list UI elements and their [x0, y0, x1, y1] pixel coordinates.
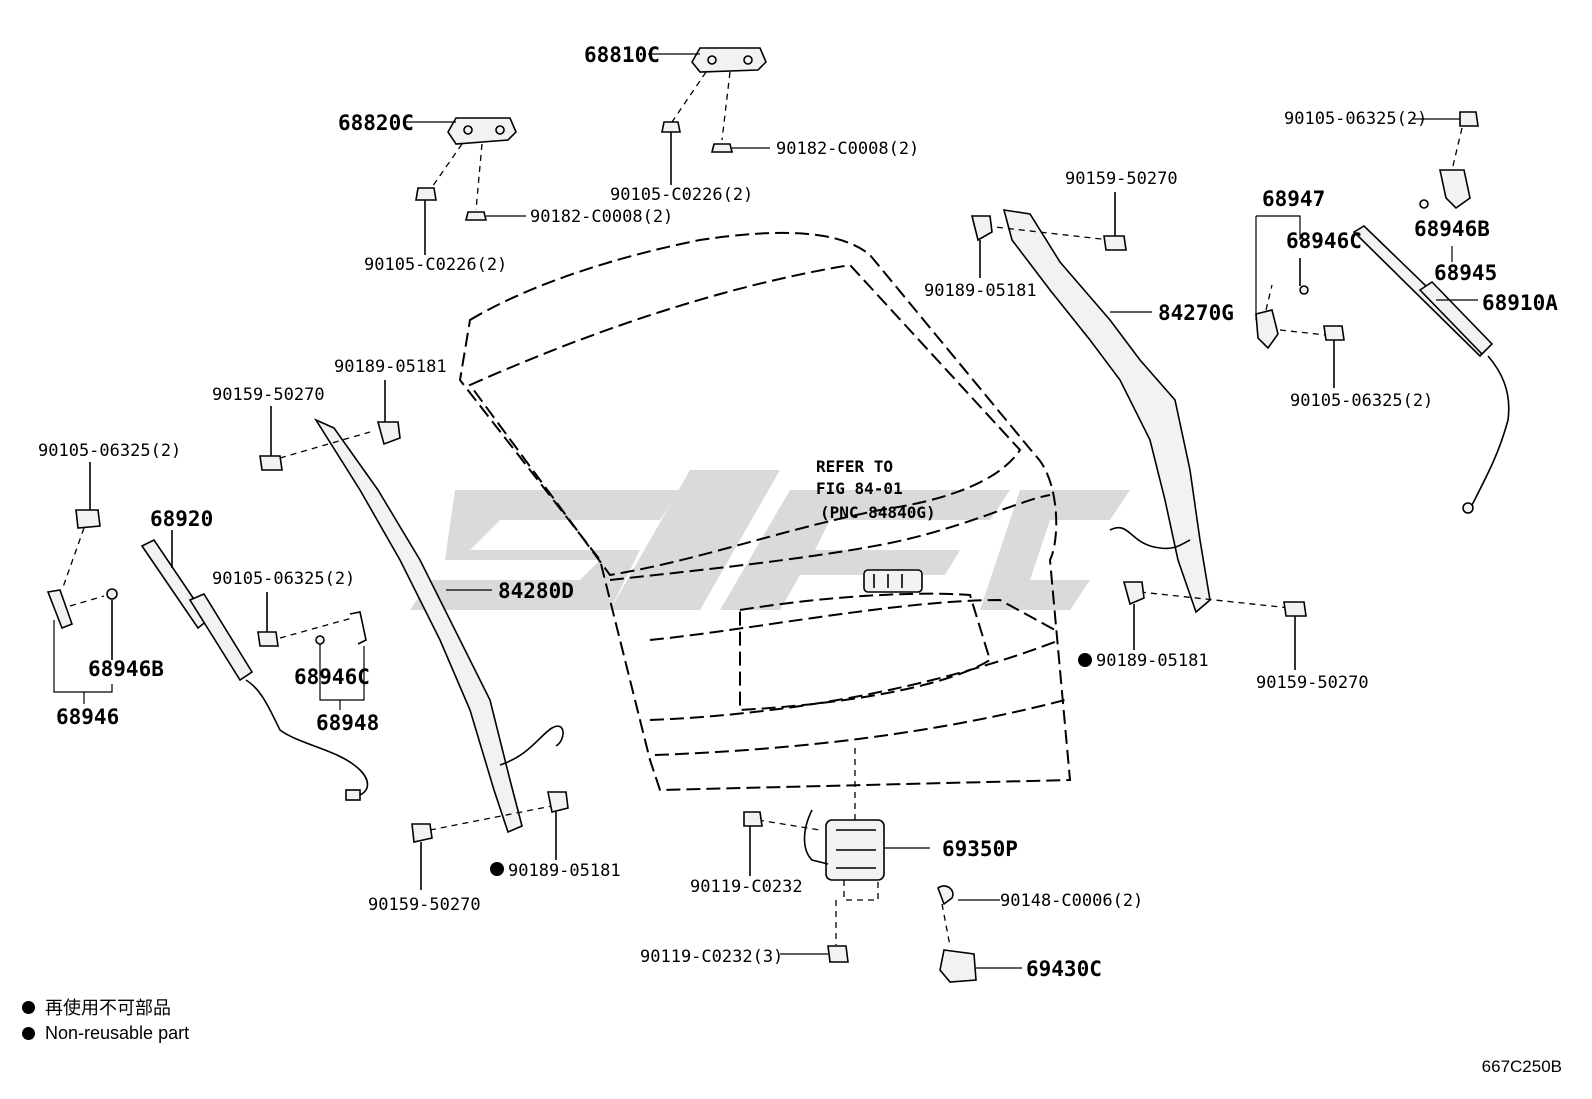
label-90105-right-top: 90105-06325(2) [1284, 109, 1427, 129]
label-69350P: 69350P [942, 837, 1018, 861]
label-69430C: 69430C [1026, 957, 1102, 981]
legend-dot [22, 1000, 35, 1014]
legend-row-jp: 再使用不可部品 [22, 994, 189, 1020]
label-90105-left: 90105-06325(2) [38, 441, 181, 461]
label-90119-b: 90119-C0232(3) [640, 947, 783, 967]
striker-69430C [937, 885, 1022, 983]
refer-line-3: (PNC 84840G) [820, 503, 936, 522]
label-68946C-left: 68946C [294, 665, 370, 689]
part-labels: 68810C 68820C 90182-C0008(2) 90182-C0008… [38, 43, 1558, 981]
label-90182-b: 90182-C0008(2) [530, 207, 673, 227]
label-68948: 68948 [316, 711, 379, 735]
label-68920: 68920 [150, 507, 213, 531]
label-68947: 68947 [1262, 187, 1325, 211]
label-90159-top-right: 90159-50270 [1065, 169, 1178, 189]
label-68810C: 68810C [584, 43, 660, 67]
label-90189-left: 90189-05181 [334, 357, 447, 377]
label-68946B-right: 68946B [1414, 217, 1490, 241]
label-90105-c0226-b: 90105-C0226(2) [364, 255, 507, 275]
damper-stay-68920 [46, 462, 369, 801]
door-handle [863, 569, 923, 593]
legend-text-jp: 再使用不可部品 [45, 998, 171, 1018]
figure-code: 667C250B [1481, 1057, 1562, 1076]
label-68946C-right: 68946C [1286, 229, 1362, 253]
legend-text-en: Non-reusable part [45, 1022, 190, 1043]
label-68820C: 68820C [338, 111, 414, 135]
legend-row-en: Non-reusable part [22, 1020, 189, 1046]
non-reusable-marker [490, 862, 504, 876]
label-90105-right-bottom: 90105-06325(2) [1290, 391, 1433, 411]
weatherstrip-84270G [970, 192, 1307, 670]
label-90148: 90148-C0006(2) [1000, 891, 1143, 911]
hinge-68820C [404, 117, 526, 255]
label-90189-right-mid: 90189-05181 [1096, 651, 1209, 671]
label-90159-left: 90159-50270 [212, 385, 325, 405]
label-84280D: 84280D [498, 579, 574, 603]
back-door-lock-69350P [743, 748, 930, 963]
weatherstrip-84280D [259, 380, 569, 890]
label-90105-left-mid: 90105-06325(2) [212, 569, 355, 589]
label-68946B-left: 68946B [88, 657, 164, 681]
label-90119-a: 90119-C0232 [690, 877, 803, 897]
damper-stay-68910A [1255, 111, 1510, 514]
label-68946: 68946 [56, 705, 119, 729]
label-90189-left-bottom: 90189-05181 [508, 861, 621, 881]
label-90105-c0226-a: 90105-C0226(2) [610, 185, 753, 205]
legend: 再使用不可部品 Non-reusable part [22, 994, 189, 1046]
refer-line-2: FIG 84-01 [816, 479, 903, 498]
legend-dot [22, 1026, 35, 1040]
back-door-outline [458, 231, 1072, 792]
label-90159-right-bottom: 90159-50270 [1256, 673, 1369, 693]
hinge-68810C [648, 47, 770, 185]
label-90182-a: 90182-C0008(2) [776, 139, 919, 159]
label-68910A: 68910A [1482, 291, 1558, 315]
label-90159-left-bottom: 90159-50270 [368, 895, 481, 915]
label-84270G: 84270G [1158, 301, 1234, 325]
label-90189-top-right: 90189-05181 [924, 281, 1037, 301]
label-68945: 68945 [1434, 261, 1497, 285]
non-reusable-marker [1078, 653, 1092, 667]
refer-line-1: REFER TO [816, 457, 893, 476]
